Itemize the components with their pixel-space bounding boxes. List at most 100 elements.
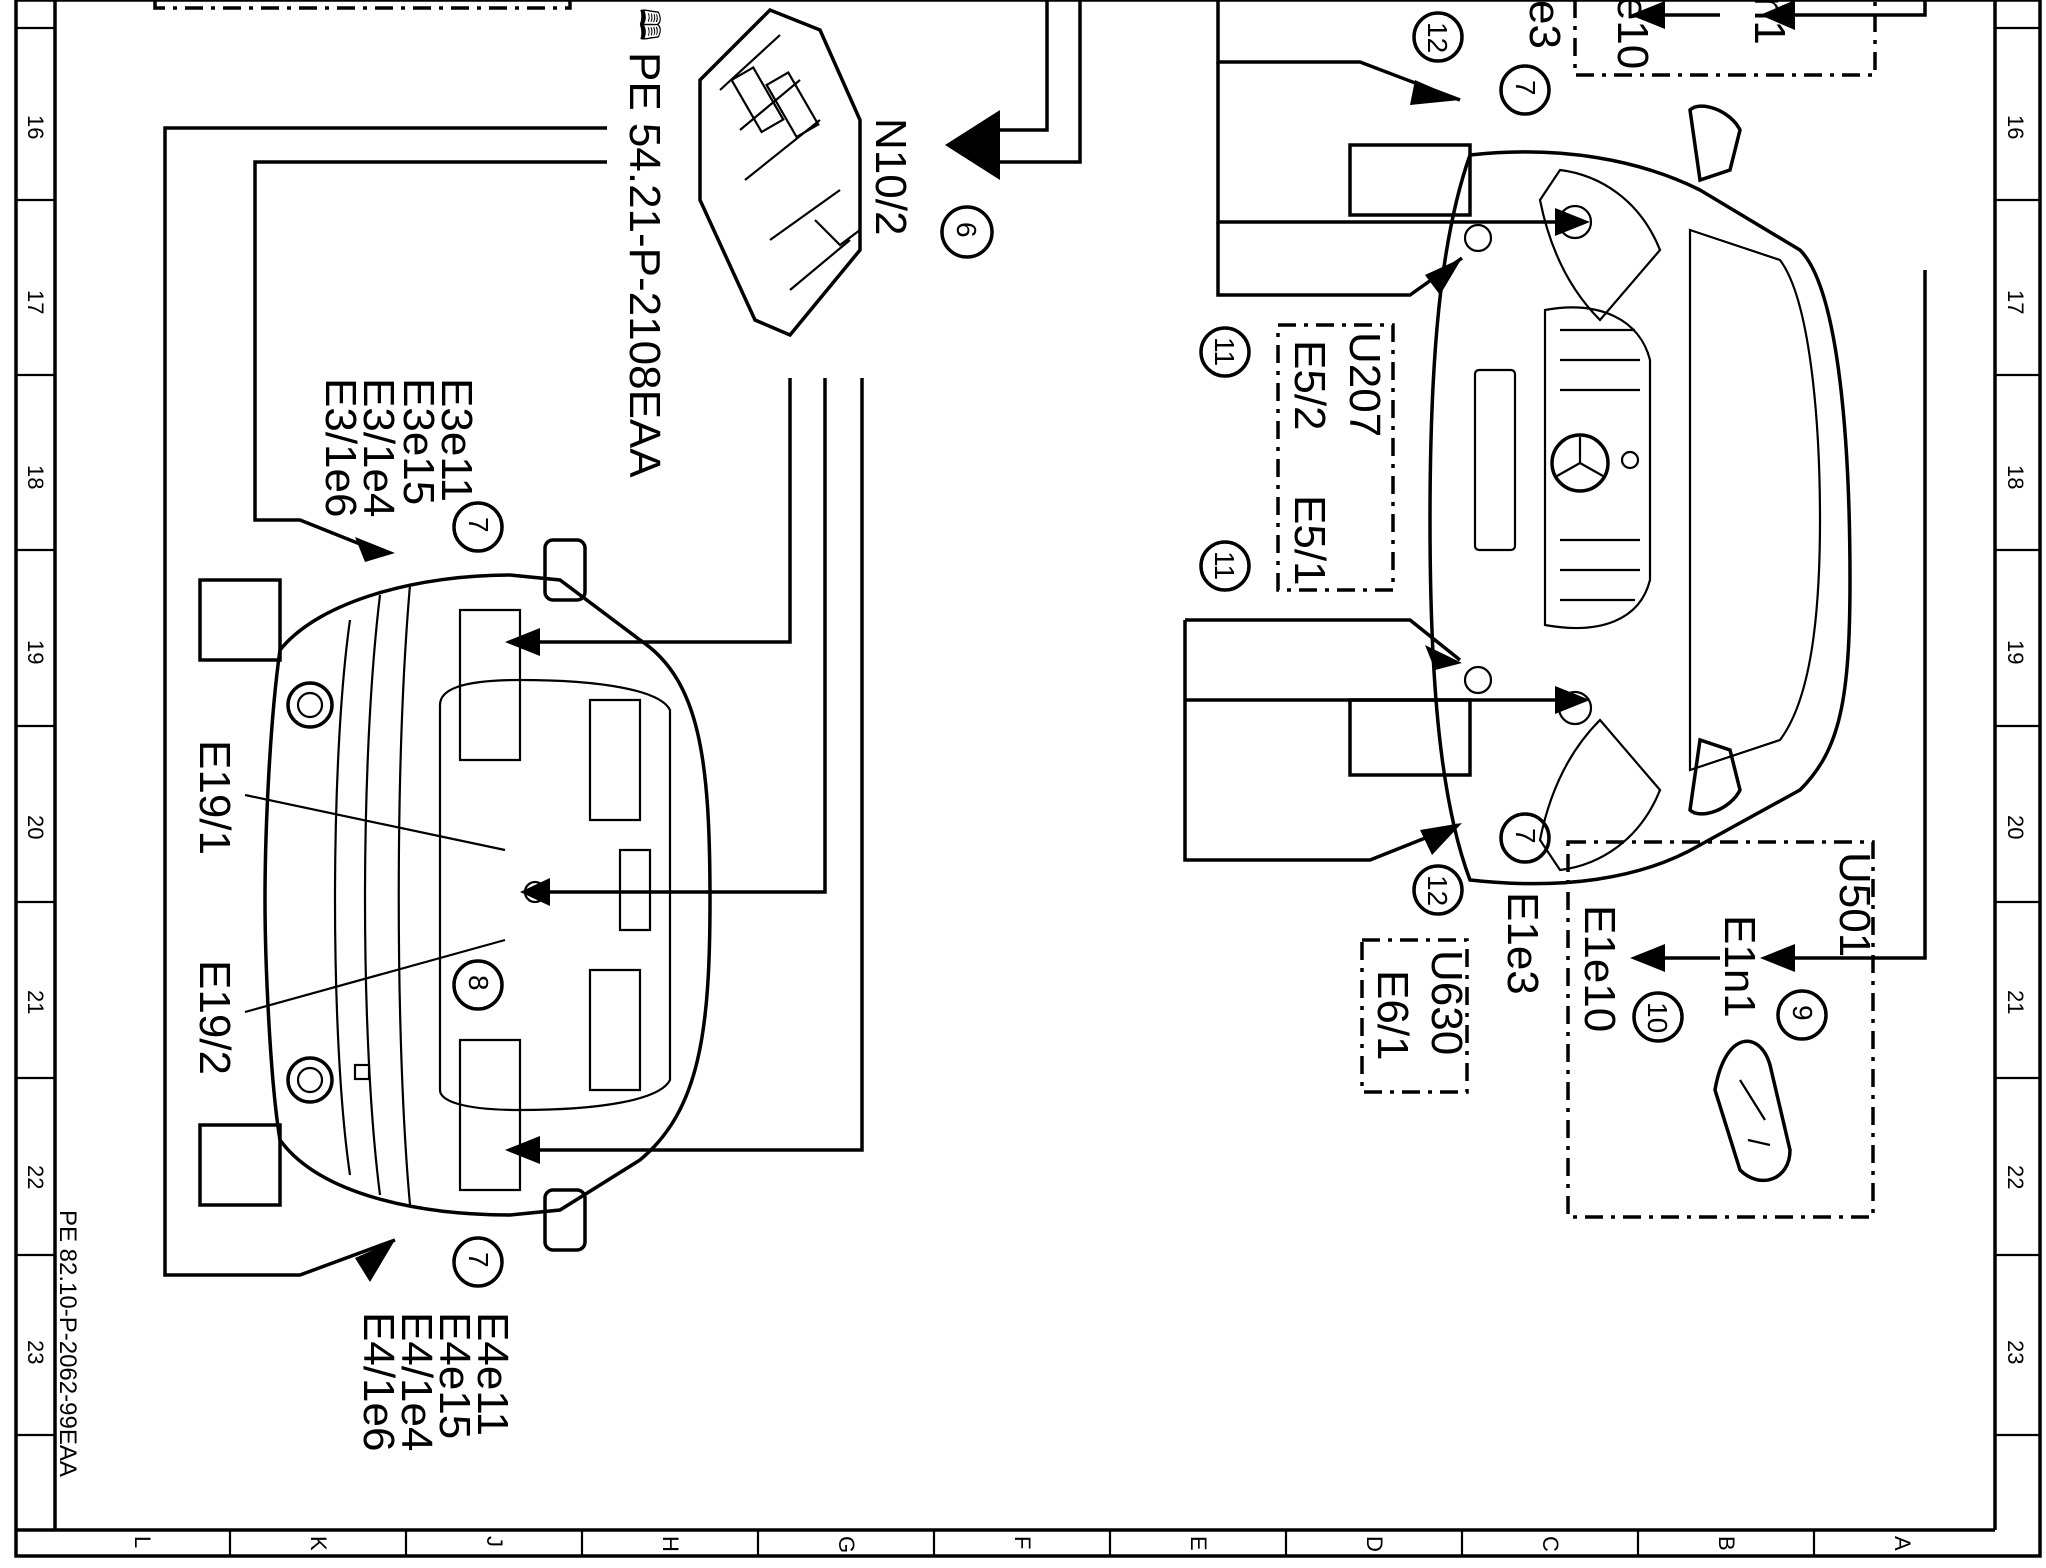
- callout-number: 12: [1422, 22, 1453, 53]
- callout-12-bottom: 12: [1412, 864, 1464, 916]
- headlamp-top: [1538, 168, 1662, 322]
- callout-number: 12: [1422, 875, 1453, 906]
- box-u501-title: U501: [1830, 852, 1879, 957]
- box-u207: U207 E5/2 E5/1: [1276, 323, 1395, 592]
- rear-top-label: E3e15: [394, 378, 443, 505]
- column-letter: A: [1890, 1536, 1915, 1551]
- column-letter: D: [1362, 1536, 1387, 1552]
- column-letter: F: [1010, 1536, 1035, 1549]
- lamp-label-e19-2: E19/2: [190, 960, 239, 1075]
- headlamp-bottom: [1538, 718, 1662, 872]
- center-brake-lamp: [523, 880, 547, 904]
- row-number: 22: [2003, 1165, 2028, 1189]
- column-letter: J: [482, 1536, 507, 1547]
- front-vehicle: [1348, 104, 1852, 886]
- rear-bottom-label: E4/1e6: [354, 1312, 403, 1451]
- rear-body-outline: [263, 573, 712, 1217]
- mirror-bottom: [543, 1188, 587, 1252]
- column-letter: E: [1186, 1536, 1211, 1551]
- front-top-partial-b: E1e10: [1608, 0, 1657, 69]
- callout-10: 10: [1642, 1002, 1673, 1033]
- front-body-outline: [1428, 150, 1852, 886]
- rear-top-label: E3/1e6: [316, 378, 365, 517]
- lamp-label-e19-1: E19/1: [190, 740, 239, 855]
- rear-vehicle: [198, 538, 712, 1252]
- rear-hatch: [438, 678, 672, 1112]
- front-top-partial-c: E2n1: [1745, 0, 1794, 45]
- box-u501-e1n1: E1n1: [1715, 915, 1764, 1018]
- row-number: 20: [2003, 815, 2028, 839]
- sheet-frame: [14, 0, 2042, 1558]
- row-number: 22: [23, 1165, 48, 1189]
- callout-7-front-bottom: 7: [1499, 812, 1551, 864]
- box-u501-e1e10: E1e10: [1575, 905, 1624, 1032]
- callout-7-rear-bottom: 7: [452, 1236, 504, 1288]
- row-number: 18: [23, 465, 48, 489]
- windshield: [1688, 228, 1822, 772]
- column-letter: G: [834, 1536, 859, 1553]
- rear-bottom-label: E4e15: [430, 1312, 479, 1439]
- rear-bottom-labels: E4e11 E4e15 E4/1e4 E4/1e6: [354, 1312, 517, 1451]
- callout-11-a: 11: [1199, 326, 1251, 378]
- control-unit-body: [698, 7, 862, 338]
- callout-number: 11: [1209, 337, 1240, 366]
- row-number: 17: [2003, 290, 2028, 314]
- rear-lamp-top: [286, 681, 334, 729]
- label-e1e3: E1e3: [1498, 892, 1547, 995]
- rear-bottom-label: E4/1e4: [392, 1312, 441, 1451]
- mercedes-star-icon: [1550, 433, 1610, 493]
- column-letter: C: [1538, 1536, 1563, 1552]
- callout-7-front-top: 7: [1499, 64, 1551, 116]
- fog-lamp-bottom: [1463, 665, 1493, 695]
- callout-number: 7: [463, 517, 494, 533]
- column-letter: K: [306, 1536, 331, 1551]
- callout-7-rear-top: 7: [452, 501, 504, 553]
- row-number: 19: [2003, 640, 2028, 664]
- right-row-ticks: [1995, 26, 2040, 1437]
- box-u630-value: E6/1: [1368, 970, 1417, 1061]
- partial-dashed-box: [153, 0, 572, 10]
- callout-number: 8: [463, 975, 494, 991]
- row-numbers-left: 16 17 18 19 20 21 22 23: [23, 115, 48, 1364]
- mirror-top: [543, 538, 587, 602]
- callout-number: 6: [951, 222, 982, 238]
- box-u630: U630 E6/1: [1360, 938, 1471, 1094]
- row-number: 17: [23, 290, 48, 314]
- wires-front: [1183, 0, 1927, 972]
- bottom-column-ticks: [228, 1530, 1816, 1556]
- column-letter: B: [1714, 1536, 1739, 1551]
- front-top-partial-a: e3: [1520, 0, 1569, 49]
- control-module-icon: [1713, 1039, 1792, 1182]
- document-reference: PE 82.10-P-2062-99EAA: [54, 1210, 81, 1477]
- box-u501: U501 E1n1 E1e10 9 10: [1566, 840, 1879, 1219]
- row-number: 19: [23, 640, 48, 664]
- box-u207-right: E5/1: [1285, 495, 1334, 586]
- left-row-ticks: [16, 26, 55, 1437]
- rear-top-label: E3/1e4: [354, 378, 403, 517]
- wires-to-control-unit: [945, 0, 1082, 180]
- fog-lamp-top: [1463, 223, 1493, 253]
- row-number: 23: [23, 1340, 48, 1364]
- book-icon: 🕮: [634, 8, 665, 41]
- rear-top-labels: E3e11 E3e15 E3/1e4 E3/1e6: [316, 378, 481, 517]
- row-numbers-right: 16 17 18 19 20 21 22 23: [2003, 115, 2028, 1364]
- callout-11-b: 11: [1199, 540, 1251, 592]
- callout-number: 7: [1510, 828, 1541, 844]
- rear-top-label: E3e11: [432, 378, 481, 502]
- row-number: 16: [23, 115, 48, 139]
- callout-number: 11: [1209, 551, 1240, 580]
- row-number: 21: [23, 990, 48, 1014]
- row-number: 20: [23, 815, 48, 839]
- control-unit-id-label: N10/2: [866, 118, 915, 235]
- arrow-head: [945, 110, 1000, 180]
- mirror-bottom-front: [1688, 737, 1742, 816]
- box-u207-left: E5/2: [1285, 340, 1334, 431]
- rear-lamp-bottom: [286, 1056, 334, 1104]
- row-number: 16: [2003, 115, 2028, 139]
- control-unit-ref-label: PE 54.21-P-2108EAA: [620, 52, 669, 478]
- row-number: 18: [2003, 465, 2028, 489]
- box-u630-title: U630: [1422, 950, 1471, 1055]
- callout-8: 8: [452, 959, 504, 1011]
- box-u207-title: U207: [1340, 332, 1389, 437]
